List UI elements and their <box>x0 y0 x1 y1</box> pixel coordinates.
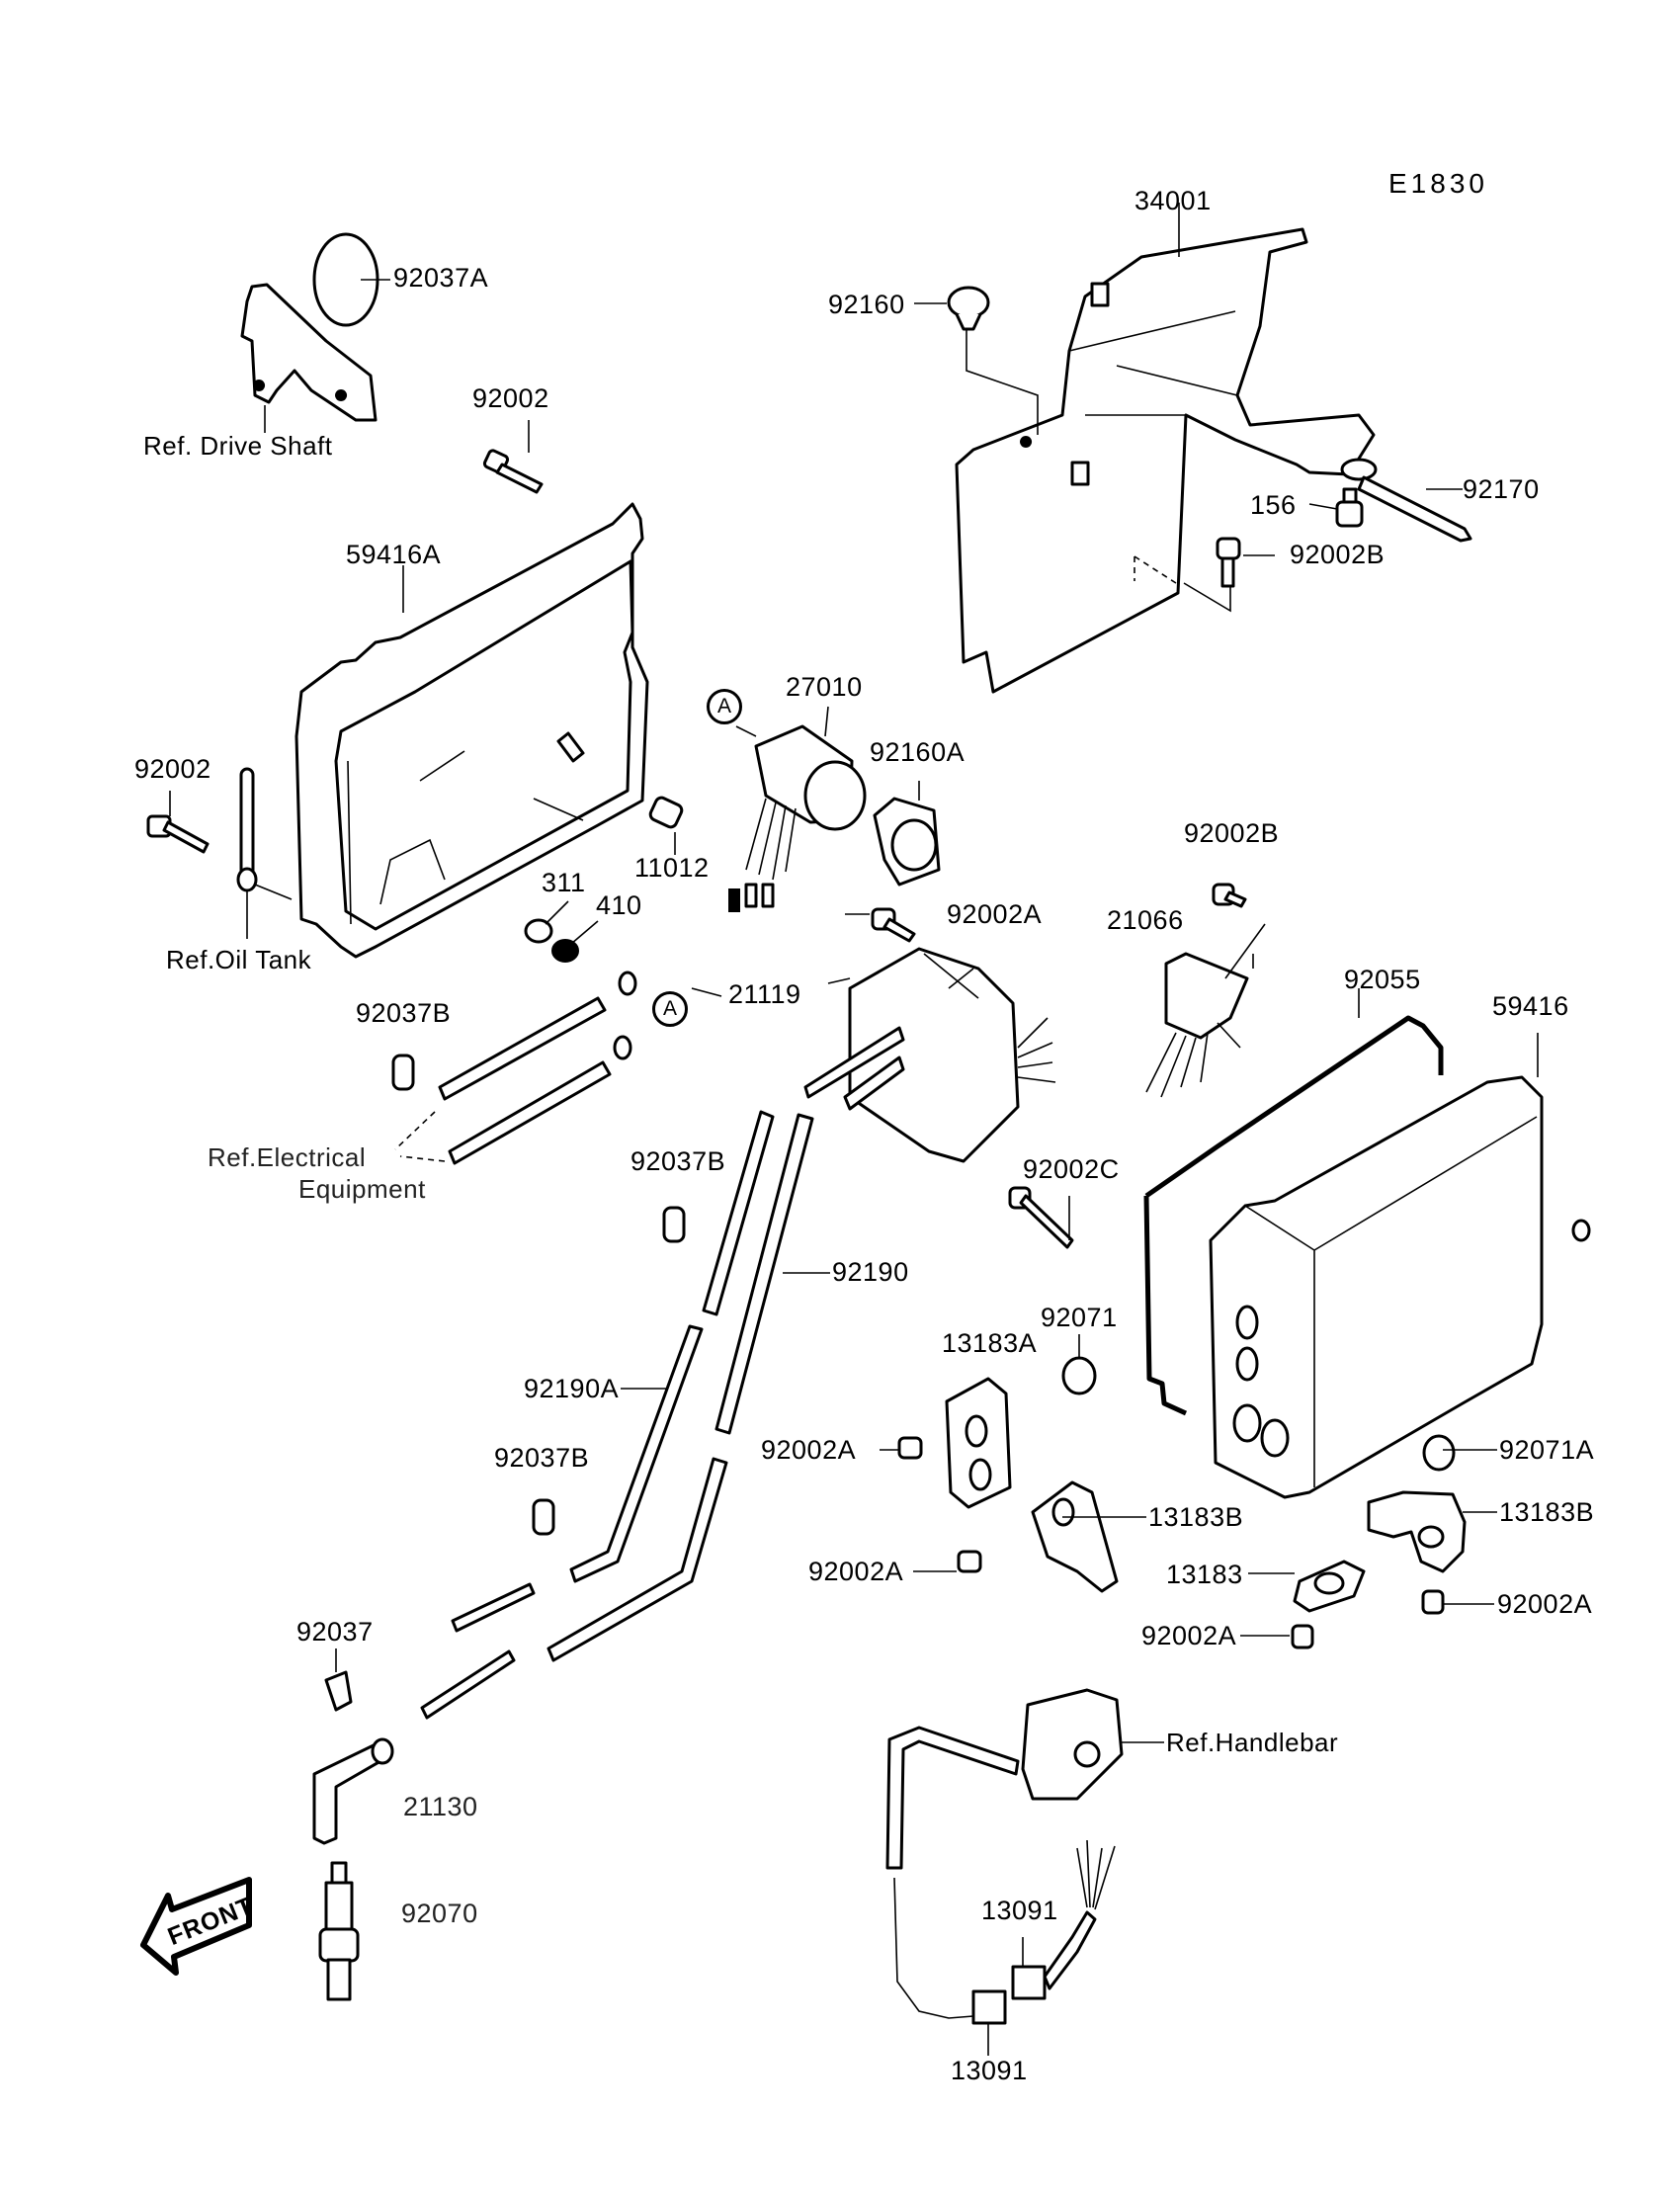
oil-tank-strap <box>236 767 293 939</box>
bolt-92002-top <box>482 449 544 494</box>
label-92071A: 92071A <box>1499 1435 1595 1465</box>
ht-leads <box>420 1110 814 1720</box>
plug-cap-21130 <box>312 1737 394 1845</box>
solenoid-27010 <box>728 706 867 912</box>
drive-shaft-bracket <box>240 232 379 433</box>
clamp-92037B-3 <box>532 1498 555 1536</box>
label-92002A-3: 92002A <box>1141 1621 1237 1650</box>
grommet-92071 <box>1061 1334 1097 1395</box>
label-ref-electrical: Ref.Electrical <box>208 1142 367 1172</box>
label-92037A: 92037A <box>393 263 489 293</box>
label-ref-drive-shaft: Ref. Drive Shaft <box>143 431 333 461</box>
label-92071: 92071 <box>1041 1303 1118 1332</box>
label-27010: 27010 <box>786 672 863 702</box>
label-311: 311 <box>542 868 586 897</box>
clamp-92037B-2 <box>662 1206 686 1243</box>
label-92002C: 92002C <box>1023 1154 1120 1184</box>
label-21066: 21066 <box>1107 905 1184 935</box>
stop-switch <box>885 1688 1124 2056</box>
label-34001: 34001 <box>1134 186 1212 215</box>
grommet-92071A <box>1422 1434 1456 1472</box>
label-92170: 92170 <box>1463 474 1540 504</box>
plate-13183 <box>1293 1560 1366 1613</box>
label-92002A-4: 92002A <box>1497 1589 1593 1619</box>
label-ref-handlebar: Ref.Handlebar <box>1166 1728 1339 1757</box>
bolt-92002-left <box>146 814 210 854</box>
label-13183A: 13183A <box>942 1328 1038 1358</box>
knob-92160 <box>947 286 1039 435</box>
cap-92160A <box>873 781 941 887</box>
box-59416 <box>1209 1075 1591 1499</box>
label-21130: 21130 <box>403 1792 478 1821</box>
label-92055: 92055 <box>1344 965 1421 994</box>
electrical-equipment-leads <box>394 971 637 1165</box>
bracket-34001 <box>955 227 1376 694</box>
front-direction-arrow: FRONT <box>138 1868 356 1977</box>
label-92037B-2: 92037B <box>630 1146 726 1176</box>
bolt-92002A-coil <box>871 907 916 943</box>
clip-92037 <box>324 1648 353 1712</box>
cover-59416A <box>294 502 649 959</box>
label-13183: 13183 <box>1166 1560 1243 1589</box>
label-13183B-right: 13183B <box>1499 1497 1595 1527</box>
ignition-coil-21119 <box>803 947 1056 1163</box>
clamp-92037B-1 <box>391 1054 415 1091</box>
label-92070: 92070 <box>401 1899 478 1928</box>
bolts-92002A <box>897 1436 1445 1649</box>
bolt-92002C <box>1008 1186 1074 1249</box>
label-92002B-mid: 92002B <box>1184 818 1280 848</box>
label-92037: 92037 <box>296 1617 374 1647</box>
bolt-92002B-mid <box>1212 883 1247 908</box>
bolt-92002B-top <box>1216 537 1241 588</box>
connection-marker-a-lead: A <box>652 991 688 1027</box>
front-arrow-icon <box>140 1877 252 1976</box>
regulator-21066 <box>1145 923 1266 1098</box>
label-ref-oil-tank: Ref.Oil Tank <box>166 945 312 974</box>
spark-plug-92070 <box>318 1861 360 2001</box>
dowel-11012 <box>648 796 684 855</box>
label-92160: 92160 <box>828 290 905 319</box>
label-13091-lower: 13091 <box>951 2056 1028 2085</box>
label-92002-top: 92002 <box>472 383 549 413</box>
label-11012: 11012 <box>634 853 710 883</box>
gasket-92055 <box>1143 1015 1444 1416</box>
leader-lines <box>169 203 1539 1743</box>
connection-marker-a-top: A <box>707 689 742 724</box>
label-410: 410 <box>596 890 642 920</box>
label-92037B-1: 92037B <box>356 998 452 1028</box>
plate-13183A <box>945 1377 1012 1509</box>
diagram-code: E1830 <box>1388 168 1488 199</box>
label-92002-left: 92002 <box>134 754 211 784</box>
label-ref-electrical-equipment: Equipment <box>298 1174 426 1204</box>
label-59416A: 59416A <box>346 540 442 569</box>
plate-13183B-right <box>1367 1490 1467 1573</box>
nuts-311-410 <box>524 900 599 963</box>
label-13091-upper: 13091 <box>981 1896 1058 1925</box>
label-92002A-1: 92002A <box>761 1435 857 1465</box>
label-92037B-3: 92037B <box>494 1443 590 1473</box>
nut-156 <box>1335 487 1364 528</box>
label-92002A-coil: 92002A <box>947 899 1043 929</box>
label-59416: 59416 <box>1492 991 1569 1021</box>
label-92190: 92190 <box>832 1257 909 1287</box>
strap-92170 <box>1340 458 1472 543</box>
label-92002A-2: 92002A <box>808 1557 904 1586</box>
plate-13183B-left <box>1031 1480 1119 1593</box>
label-13183B-left: 13183B <box>1148 1502 1244 1532</box>
label-156: 156 <box>1250 490 1297 520</box>
label-92190A: 92190A <box>524 1374 620 1403</box>
label-92002B-top: 92002B <box>1290 540 1386 569</box>
label-21119: 21119 <box>728 979 801 1009</box>
label-92160A: 92160A <box>870 737 966 767</box>
